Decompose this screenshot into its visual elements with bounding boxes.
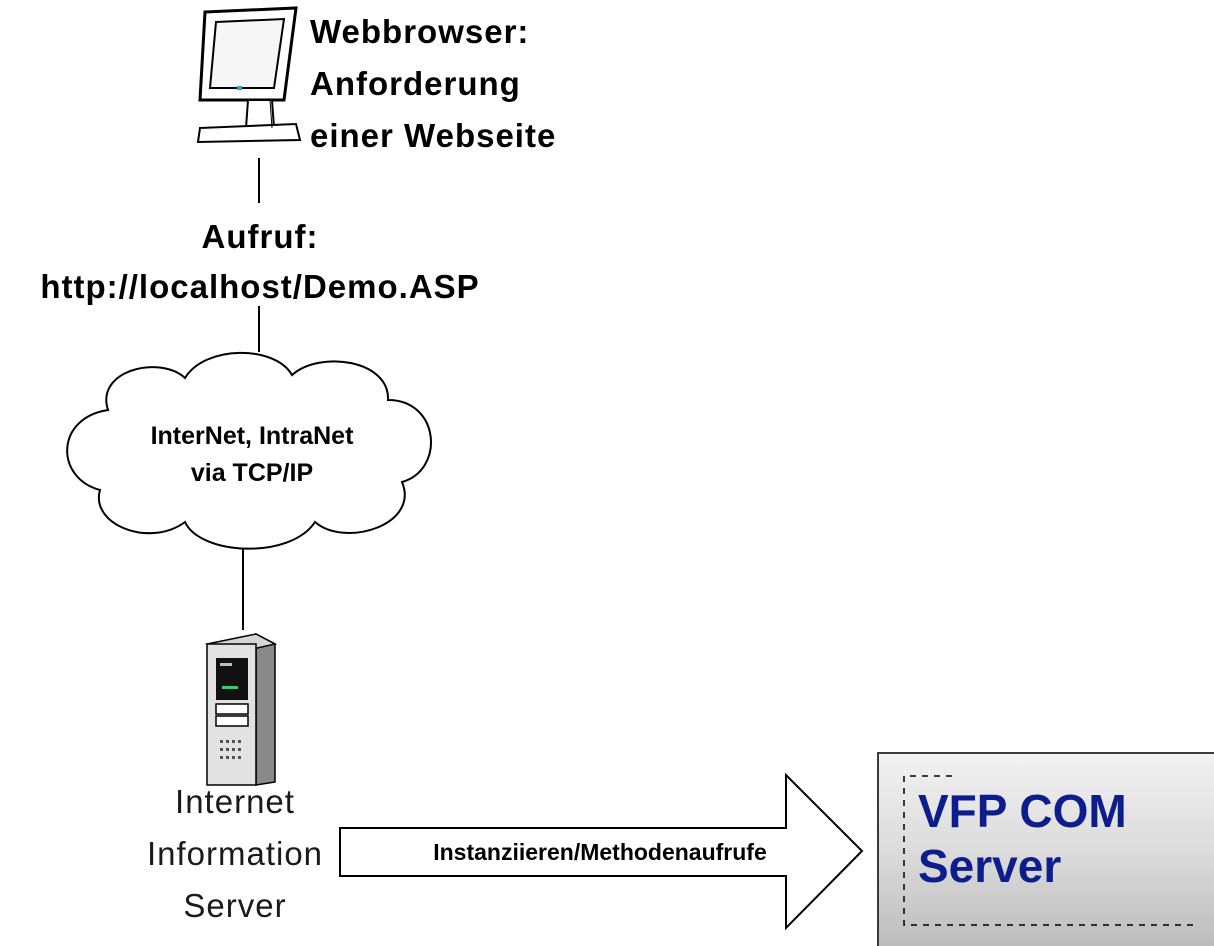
server-tower-icon bbox=[204, 632, 278, 786]
browser-label-line3: einer Webseite bbox=[310, 117, 557, 154]
request-label-line1: Aufruf: bbox=[201, 218, 319, 255]
arrow-label: Instanziieren/Methodenaufrufe bbox=[433, 839, 767, 865]
network-label: InterNet, IntraNet via TCP/IP bbox=[62, 418, 442, 492]
monitor-icon bbox=[196, 6, 302, 144]
network-label-line1: InterNet, IntraNet bbox=[150, 422, 354, 450]
request-url: http://localhost/Demo.ASP bbox=[40, 268, 480, 305]
request-label: Aufruf: http://localhost/Demo.ASP bbox=[0, 212, 520, 312]
browser-label: Webbrowser: Anforderung einer Webseite bbox=[310, 6, 556, 162]
network-label-line2: via TCP/IP bbox=[190, 459, 314, 487]
web-server-label-line2: Information bbox=[146, 835, 324, 872]
web-server-label: Internet Information Server bbox=[130, 776, 340, 932]
arrow-icon bbox=[339, 772, 864, 931]
web-server-label-line1: Internet bbox=[175, 783, 295, 820]
com-server-label: VFP COM Server bbox=[918, 784, 1127, 894]
browser-label-line2: Anforderung bbox=[310, 65, 521, 102]
com-server-label-line1: VFP COM bbox=[918, 785, 1127, 837]
cloud-icon bbox=[66, 351, 432, 550]
web-server-label-line3: Server bbox=[183, 887, 287, 924]
com-server-label-line2: Server bbox=[918, 840, 1062, 892]
browser-label-line1: Webbrowser: bbox=[310, 13, 530, 50]
